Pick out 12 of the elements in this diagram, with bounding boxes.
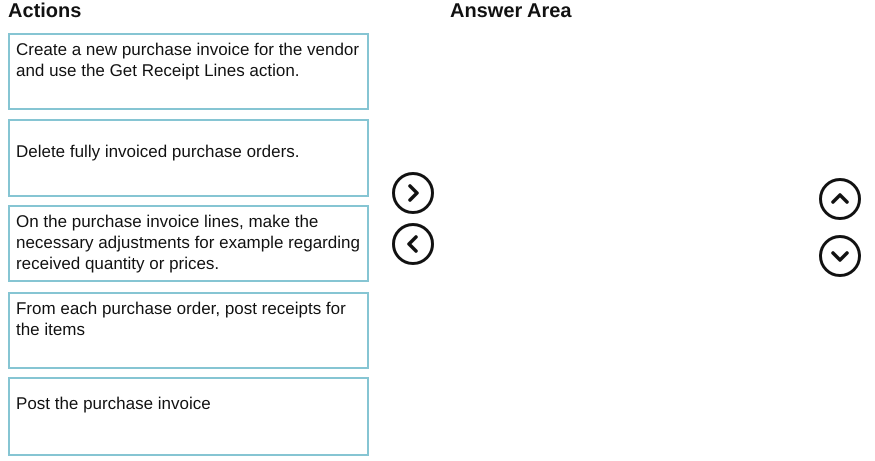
action-text: From each purchase order, post receipts for the items bbox=[16, 298, 347, 340]
action-box bbox=[8, 205, 369, 282]
action-text: Post the purchase invoice bbox=[16, 393, 212, 414]
action-text: On the purchase invoice lines, make the necessary adjustments for example regarding received quantity or prices. bbox=[16, 211, 361, 274]
action-text: Delete fully invoiced purchase orders. bbox=[16, 141, 300, 162]
action-box bbox=[8, 292, 369, 369]
action-box bbox=[8, 119, 369, 197]
action-box bbox=[8, 377, 369, 456]
action-box bbox=[8, 33, 369, 110]
section-heading: Answer Area bbox=[450, 0, 572, 23]
action-text: Create a new purchase invoice for the vendor and use the Get Receipt Lines action. bbox=[16, 39, 360, 81]
section-heading: Actions bbox=[8, 0, 82, 23]
